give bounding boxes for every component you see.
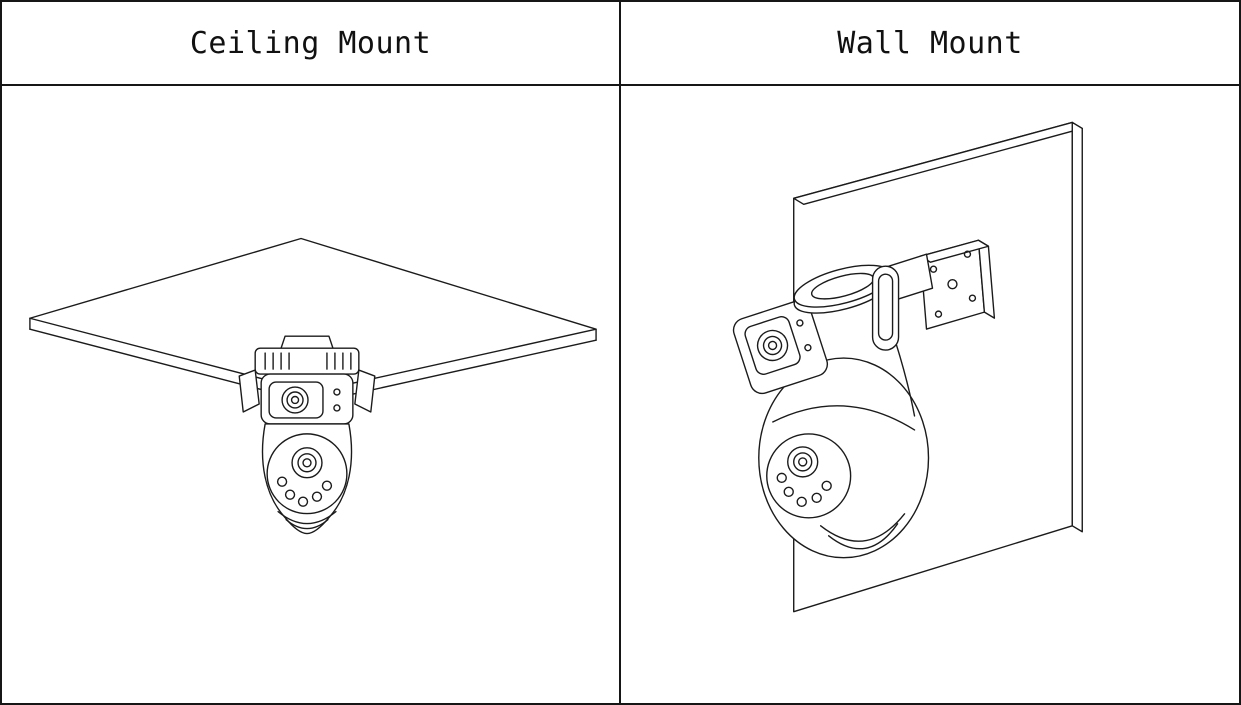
bracket-slot bbox=[871, 265, 900, 351]
wall-mount-illustration bbox=[732, 121, 1083, 613]
ir-led bbox=[821, 480, 832, 492]
mount-bracket bbox=[881, 239, 996, 330]
ir-led bbox=[796, 496, 807, 508]
camera-wall bbox=[732, 264, 930, 559]
camera-ceiling bbox=[238, 335, 376, 535]
ir-led bbox=[284, 489, 296, 500]
right-tab bbox=[354, 369, 376, 413]
panel-wall-mount bbox=[621, 86, 1239, 703]
panel-ceiling-mount bbox=[2, 86, 621, 703]
top-cap bbox=[793, 264, 892, 314]
ir-led bbox=[276, 476, 288, 487]
ir-led bbox=[311, 491, 323, 502]
left-tab bbox=[238, 369, 260, 413]
ir-led bbox=[776, 472, 787, 484]
ptz-ball bbox=[261, 423, 353, 535]
panel-title-wall-mount: Wall Mount bbox=[621, 2, 1239, 86]
ir-led bbox=[297, 496, 309, 507]
fixed-lens-block bbox=[260, 373, 354, 425]
ceiling-mount-illustration bbox=[29, 237, 597, 535]
ir-led bbox=[811, 492, 822, 504]
ir-led bbox=[321, 480, 333, 491]
ir-led bbox=[783, 486, 794, 498]
ptz-ball bbox=[758, 357, 930, 559]
fixed-lens-block bbox=[732, 300, 829, 395]
panel-title-ceiling-mount: Ceiling Mount bbox=[2, 2, 621, 86]
